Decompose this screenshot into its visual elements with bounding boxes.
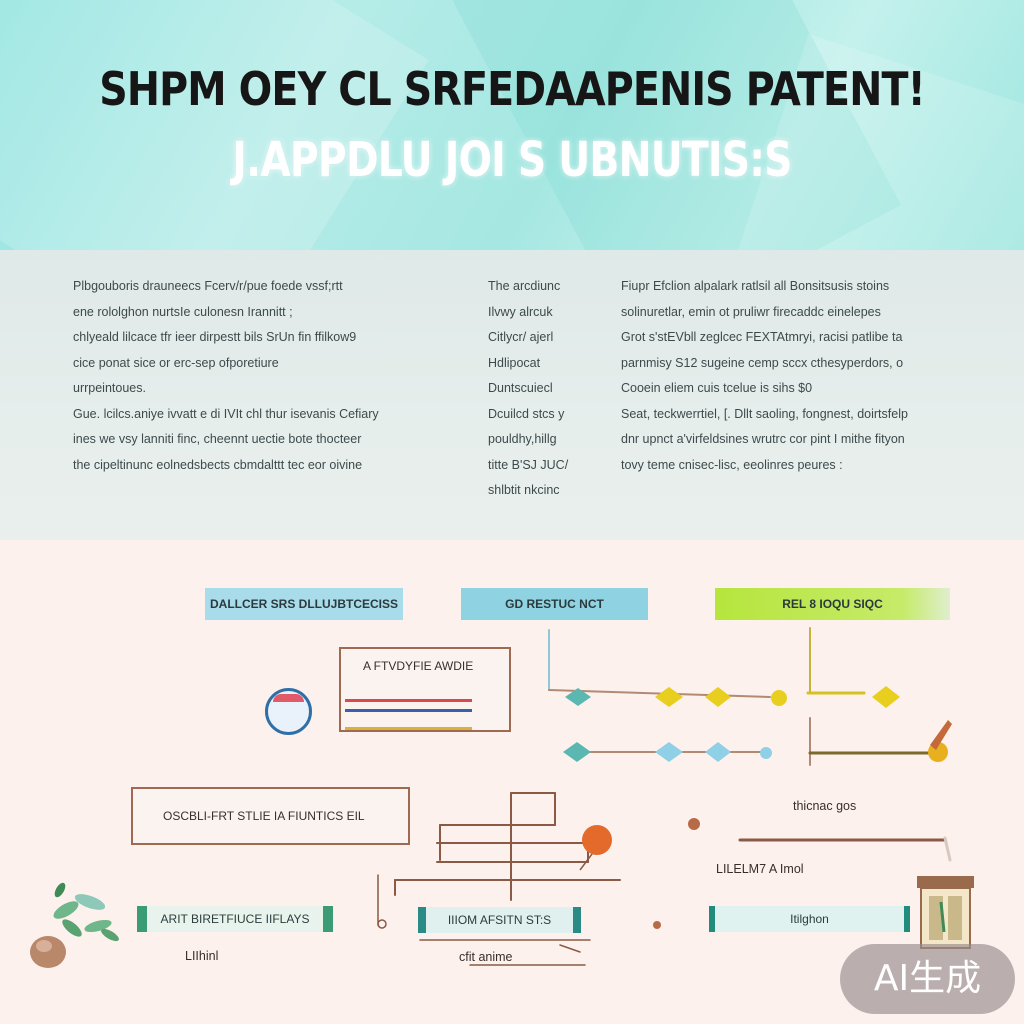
- page-subtitle: J.APPDLU JOI S UBNUTIS:S: [232, 132, 792, 188]
- caption-1: thicnac gos: [793, 799, 857, 813]
- stripe-red: [345, 699, 472, 702]
- text-line: tovy teme cnisec-lisc, eeolinres peures …: [621, 457, 843, 472]
- caption-2: LILELM7 A Imol: [716, 862, 804, 876]
- stripe-gold: [345, 727, 472, 730]
- node-diamond: [565, 688, 591, 706]
- text-line: Ilvwy alrcuk: [488, 304, 553, 319]
- text-line: titte B'SJ JUC/: [488, 457, 569, 472]
- section-header-3: REL 8 IOQU SIQC: [715, 588, 950, 620]
- text-band: Plbgouboris drauneecs Fcerv/r/pue foede …: [0, 250, 1024, 540]
- text-line: chlyeald lilcace tfr ieer dirpestt bils …: [73, 330, 357, 344]
- text-line: Citlycr/ ajerl: [488, 330, 554, 344]
- label-box: OSCBLI-FRT STLIE IA FIUNTICS EIL: [131, 787, 410, 845]
- text-line: Gue. lcilcs.aniye ivvatt e di IVIt chl t…: [73, 406, 379, 421]
- section-header-1: DALLCER SRS DLLUJBTCECISS: [205, 588, 403, 620]
- plant-icon: [30, 882, 119, 968]
- connector-line: [559, 944, 581, 953]
- balloon-icon: [582, 825, 612, 855]
- text-line: Dcuilcd stcs y: [488, 406, 565, 421]
- dot-icon: [377, 919, 387, 929]
- text-line: pouldhy,hillg: [488, 432, 557, 446]
- timeline-row-1: [565, 686, 900, 708]
- page-title: SHPM OEY CL SRFEDAAPENIS PATENT!: [99, 62, 925, 116]
- building-icon: [917, 876, 974, 949]
- text-column-left: Plbgouboris drauneecs Fcerv/r/pue foede …: [73, 274, 458, 478]
- stripe-blue: [345, 709, 472, 712]
- badge-icon: [265, 688, 312, 735]
- pen-icon: [930, 720, 952, 750]
- node-dot: [771, 690, 787, 706]
- text-line: Cooein eliem cuis tcelue is sihs $0: [621, 381, 813, 395]
- text-line: ene rololghon nurtsIe culonesn Irannitt …: [73, 304, 293, 319]
- node-diamond: [655, 687, 683, 707]
- caption-4: cfit anime: [459, 950, 513, 964]
- text-line: the cipeltinunc eolnedsbects cbmdalttt t…: [73, 457, 363, 472]
- pill-label-1: ARIT BIRETFIUCE IIFLAYS: [137, 906, 333, 932]
- header-facet: [0, 0, 429, 250]
- section-header-2: GD RESTUC NCT: [461, 588, 648, 620]
- dot-icon: [653, 921, 661, 929]
- diagram-area: DALLCER SRS DLLUJBTCECISS GD RESTUC NCT …: [0, 540, 1024, 1024]
- dot-icon: [688, 818, 700, 830]
- text-line: Duntscuiecl: [488, 381, 553, 395]
- node-diamond: [563, 742, 591, 762]
- text-line: Seat, teckwerrtiel, [. Dllt saoling, fon…: [621, 406, 908, 421]
- text-line: Fiupr Efclion alpalark ratlsil all Bonsi…: [621, 279, 890, 293]
- ai-generated-watermark: AI生成: [840, 944, 1015, 1014]
- node-diamond: [872, 686, 900, 708]
- text-line: Hdlipocat: [488, 355, 541, 370]
- text-line: Grot s'stEVbll zeglcec FEXTAtmryi, racis…: [621, 330, 903, 344]
- text-line: dnr upnct a'virfeldsines wrutrc cor pint…: [621, 432, 905, 446]
- text-line: cice ponat sice or erc-sep ofporetiure: [73, 355, 279, 370]
- node-diamond: [705, 742, 731, 762]
- node-diamond: [705, 687, 731, 707]
- node-dot: [760, 747, 772, 759]
- text-line: urrpeintoues.: [73, 381, 146, 395]
- text-line: parnmisy S12 sugeine cemp sccx cthesyper…: [621, 355, 904, 370]
- diagram-connectors: [30, 627, 974, 968]
- text-line: ines we vsy lanniti finc, cheennt uectie…: [73, 432, 362, 446]
- pill-label-2: IIIOM AFSITN ST:S: [418, 907, 581, 933]
- info-card-title: A FTVDYFIE AWDIE: [363, 659, 474, 673]
- node-diamond: [655, 742, 683, 762]
- text-column-middle: The arcdiunc Ilvwy alrcuk Citlycr/ ajerl…: [488, 274, 598, 504]
- connector-line: [548, 689, 771, 698]
- text-line: Plbgouboris drauneecs Fcerv/r/pue foede …: [73, 279, 343, 293]
- text-column-right: Fiupr Efclion alpalark ratlsil all Bonsi…: [621, 274, 966, 478]
- text-line: solinuretlar, emin ot pruliwr firecaddc …: [621, 304, 881, 319]
- text-line: shlbtit nkcinc: [488, 483, 560, 497]
- pill-label-3: Itilghon: [709, 906, 910, 932]
- caption-3: LIIhinl: [185, 949, 219, 963]
- info-card: A FTVDYFIE AWDIE: [339, 647, 511, 732]
- header-banner: SHPM OEY CL SRFEDAAPENIS PATENT! J.APPDL…: [0, 0, 1024, 250]
- text-line: The arcdiunc: [488, 279, 561, 293]
- connector-line: [943, 836, 952, 862]
- timeline-row-2: [563, 720, 952, 762]
